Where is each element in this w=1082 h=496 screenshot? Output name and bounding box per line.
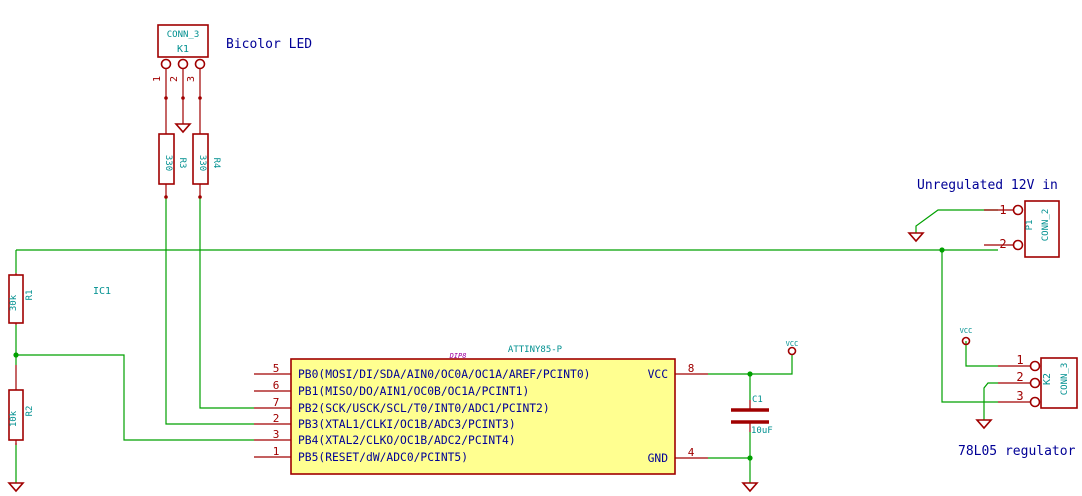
- junction-dot: [13, 352, 19, 358]
- wire-gnd-net: [708, 457, 751, 483]
- ic-footprint: DIP8: [449, 352, 467, 360]
- junction-dot: [939, 247, 945, 253]
- ic-value: ATTINY85-P: [508, 345, 563, 355]
- c1-value: 10uF: [751, 426, 773, 436]
- r3-ref: R3: [177, 158, 187, 169]
- k2-pin-2: 2: [1016, 370, 1023, 384]
- ground-symbol-c1: [741, 482, 759, 493]
- k1-ref: K1: [177, 44, 189, 55]
- ic-pin-name: PB5(RESET/dW/ADC0/PCINT5): [298, 451, 468, 464]
- ic-pin-num: 5: [273, 362, 280, 375]
- k2-value: CONN_3: [1060, 363, 1070, 396]
- pin-dot: [198, 96, 202, 100]
- p1-ref: P1: [1025, 220, 1035, 231]
- p1-pin-1: 1: [999, 203, 1006, 217]
- k1-pin-1: 1: [152, 76, 163, 82]
- ic-attiny85[interactable]: ATTINY85-P DIP8 5 6 7 2 3 1 PB0(MOSI/DI/…: [254, 345, 708, 475]
- k1-pin-3: 3: [186, 76, 197, 82]
- ground-symbol-k1: [174, 123, 192, 134]
- ic-pin-name: GND: [648, 452, 669, 465]
- ic-pin-num: 4: [688, 446, 695, 459]
- wire-r4-to-pb2: [199, 197, 254, 409]
- label-78l05-regulator: 78L05 regulator: [958, 444, 1076, 459]
- k1-value: CONN_3: [167, 30, 200, 40]
- vcc-flag-k2: VCC: [960, 327, 973, 346]
- pin-dot: [164, 195, 168, 199]
- ic-pin-name: PB0(MOSI/DI/SDA/AIN0/OC0A/OC1A/AREF/PCIN…: [298, 368, 590, 381]
- vcc-flag-ic: VCC: [786, 340, 799, 356]
- connector-p1[interactable]: 1 2 P1 CONN_2: [984, 200, 1060, 258]
- ground-symbol-p1: [907, 232, 925, 243]
- junction-dot: [747, 371, 753, 377]
- wires: [13, 197, 998, 483]
- k1-pin-2: 2: [169, 76, 180, 82]
- ic-pin-num: 7: [273, 396, 280, 409]
- connector-k2[interactable]: 1 2 3 K2 CONN_3: [998, 353, 1078, 409]
- ic-pin-num: 8: [688, 362, 695, 375]
- p1-value: CONN_2: [1041, 209, 1051, 242]
- r2-value: 10k: [9, 410, 19, 427]
- resistor-r3[interactable]: 330 R3: [158, 132, 187, 199]
- wire-p1-gnd: [915, 209, 998, 233]
- pin-dot: [181, 96, 185, 100]
- ic1-ref-label: IC1: [93, 286, 111, 297]
- ic-pin-num: 2: [273, 412, 280, 425]
- wire-k2-gnd: [983, 382, 998, 420]
- connector-k1[interactable]: CONN_3 K1 1 2 3: [152, 24, 209, 132]
- ic-pin-num: 6: [273, 379, 280, 392]
- k2-ref: K2: [1042, 373, 1053, 385]
- ic-pin-name: PB2(SCK/USCK/SCL/T0/INT0/ADC1/PCINT2): [298, 402, 550, 415]
- p1-pin-2: 2: [999, 237, 1006, 251]
- k2-vcc-label: VCC: [960, 327, 973, 335]
- r2-ref: R2: [25, 406, 35, 417]
- k2-pin-1: 1: [1016, 353, 1023, 367]
- resistor-r2[interactable]: 10k R2: [8, 365, 35, 445]
- wire-r3-to-pb3: [165, 197, 254, 425]
- ic-pin-name: PB1(MISO/DO/AIN1/OC0B/OC1A/PCINT1): [298, 385, 529, 398]
- wire-k2-vcc: [965, 341, 998, 367]
- junction-dot: [747, 455, 753, 461]
- ground-symbol-r2: [7, 482, 25, 493]
- pin-dot: [198, 195, 202, 199]
- r4-ref: R4: [211, 158, 221, 169]
- c1-ref: C1: [752, 395, 763, 405]
- ic-pin-name: PB4(XTAL2/CLKO/OC1B/ADC2/PCINT4): [298, 434, 516, 447]
- label-unregulated-12v: Unregulated 12V in: [917, 178, 1058, 193]
- r3-value: 330: [163, 155, 173, 171]
- ic-pin-num: 1: [273, 445, 280, 458]
- r1-value: 30k: [9, 294, 19, 311]
- r4-value: 330: [197, 155, 207, 171]
- r1-ref: R1: [25, 290, 35, 301]
- capacitor-c1[interactable]: C1 10uF: [731, 395, 773, 436]
- wire-rail-to-k2: [941, 250, 998, 403]
- k2-pin-3: 3: [1016, 389, 1023, 403]
- pin-dot: [164, 96, 168, 100]
- vcc-flag-label: VCC: [786, 340, 799, 348]
- ic-pin-name: PB3(XTAL1/CLKI/OC1B/ADC3/PCINT3): [298, 418, 516, 431]
- resistor-r4[interactable]: 330 R4: [192, 132, 221, 199]
- resistor-r1[interactable]: 30k R1: [8, 273, 35, 325]
- label-bicolor-led: Bicolor LED: [226, 37, 312, 52]
- ic-pin-num: 3: [273, 428, 280, 441]
- ground-symbol-k2: [975, 419, 993, 430]
- ic-pin-name: VCC: [648, 368, 668, 381]
- wire-divider-to-pb4: [16, 354, 254, 441]
- wire-vcc-net: [708, 355, 793, 375]
